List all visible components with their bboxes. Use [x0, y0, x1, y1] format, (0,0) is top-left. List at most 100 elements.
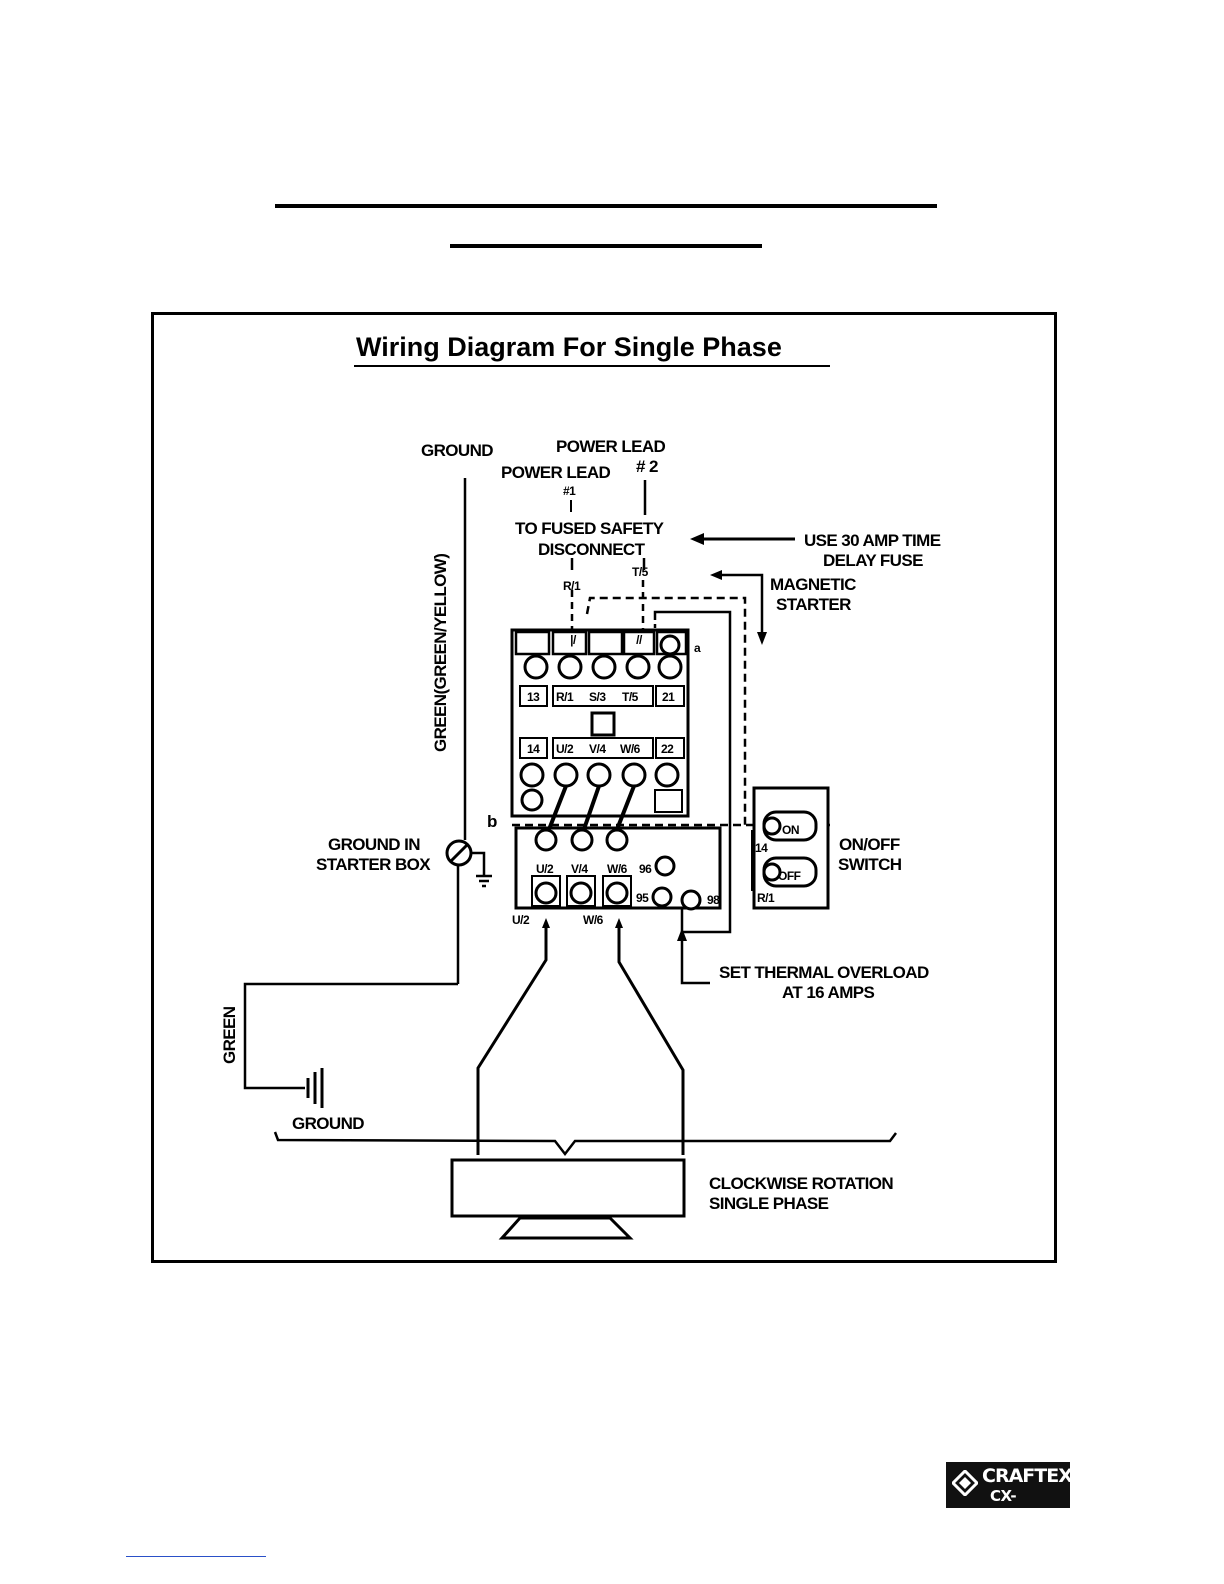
term-13: 13	[527, 690, 540, 704]
screw-14-b	[520, 788, 544, 812]
term-22: 22	[661, 742, 674, 756]
control-wire-solid	[653, 610, 732, 934]
thermal-line1: SET THERMAL OVERLOAD	[719, 963, 929, 982]
motor-lead-w6	[617, 922, 685, 1155]
term-w6: W/6	[620, 742, 641, 756]
footer-link-underline[interactable]	[126, 1556, 266, 1557]
control-wire-dashed	[585, 596, 747, 825]
term-14: 14	[527, 742, 540, 756]
term-r1: R/1	[556, 690, 574, 704]
magnetic-starter-line1: MAGNETIC	[770, 575, 856, 594]
onoff-line2: SWITCH	[838, 855, 902, 874]
ol-screw-98	[680, 889, 702, 911]
screw-w6	[621, 762, 647, 788]
thermal-overload-relay	[514, 826, 722, 911]
logo-series: CX-SERIES	[990, 1487, 1047, 1523]
magnetic-starter-contactor	[510, 628, 690, 818]
ol-screw-v4	[570, 828, 594, 852]
term-v4: V/4	[589, 742, 606, 756]
screw-u2	[553, 762, 579, 788]
coil-indicator	[590, 711, 616, 737]
power-lead-1-num: #1	[563, 484, 576, 498]
jumper-v4	[581, 785, 601, 833]
ol-screw-w6-b	[605, 881, 629, 905]
term-u2: U/2	[556, 742, 574, 756]
screw-21	[657, 654, 683, 680]
diagram-frame	[151, 312, 1057, 1263]
wire-color-label: GREEN(GREEN/YELLOW)	[431, 554, 450, 752]
lead-r1-label: R/1	[563, 579, 581, 593]
ol-term-96: 96	[639, 862, 652, 876]
ol-screw-96	[654, 855, 676, 877]
motor	[450, 1158, 686, 1240]
ground-screw-icon	[445, 839, 492, 888]
power-lead-2-label: POWER LEAD	[556, 437, 666, 456]
jumper-u2	[546, 785, 568, 833]
craftex-diamond-icon	[952, 1470, 978, 1496]
a-marker: a	[694, 641, 701, 655]
screw-r1	[557, 654, 583, 680]
fused-disconnect-line1: TO FUSED SAFETY	[515, 519, 665, 538]
motor-lead-u2	[476, 922, 548, 1155]
ol-term-u2-out: U/2	[512, 913, 530, 927]
screw-v4	[586, 762, 612, 788]
header-rule-long	[275, 204, 937, 208]
fuse-note-line2: DELAY FUSE	[823, 551, 923, 570]
green-ground-wire	[243, 982, 458, 1090]
thermal-line2: AT 16 AMPS	[782, 983, 875, 1002]
power-lead-2-num: # 2	[636, 457, 658, 476]
term-t5-small: //	[636, 633, 643, 647]
switch-on-label: ON	[782, 823, 799, 837]
ground-in-line2: STARTER BOX	[316, 855, 431, 874]
fuse-note-line1: USE 30 AMP TIME	[804, 531, 941, 550]
screw-21-top	[659, 634, 681, 656]
screw-t5	[625, 654, 651, 680]
screw-14	[519, 762, 545, 788]
screw-22	[654, 762, 680, 788]
ground-top-label: GROUND	[421, 441, 493, 460]
earth-ground-symbol	[306, 1068, 324, 1108]
magnetic-arrowhead-left	[710, 570, 722, 580]
motor-brace	[273, 1131, 897, 1157]
onoff-line1: ON/OFF	[839, 835, 900, 854]
screw-s3	[591, 654, 617, 680]
lead-arrow-u2	[542, 918, 550, 928]
ground-in-line1: GROUND IN	[328, 835, 420, 854]
magnetic-starter-line2: STARTER	[776, 595, 851, 614]
term-21: 21	[662, 690, 675, 704]
ol-screw-v4-b	[569, 881, 593, 905]
switch-off-label: OFF	[778, 869, 801, 883]
ground-bottom-label: GROUND	[292, 1114, 364, 1133]
b-marker: b	[487, 812, 497, 831]
on-off-switch[interactable]	[752, 786, 830, 910]
lead-arrow-w6	[615, 918, 623, 928]
ol-term-u2: U/2	[536, 862, 554, 876]
fused-disconnect-line2: DISCONNECT	[538, 540, 646, 559]
term-t5: T/5	[622, 690, 639, 704]
term-r1-small: |/	[570, 633, 577, 647]
term-s3: S/3	[589, 690, 606, 704]
thermal-arrow	[680, 936, 710, 985]
magnetic-arrowhead-down	[757, 632, 767, 645]
ol-term-98: 98	[707, 893, 720, 907]
logo-brand: CRAFTEX	[982, 1465, 1073, 1487]
ol-screw-u2	[534, 828, 558, 852]
ol-term-w6: W/6	[607, 862, 628, 876]
fuse-arrowhead	[690, 533, 704, 545]
ol-screw-95	[651, 886, 673, 908]
rotation-line2: SINGLE PHASE	[709, 1194, 829, 1213]
switch-14-label: 14	[755, 841, 768, 855]
lead-t5-label: T/5	[632, 565, 649, 579]
thermal-arrowhead	[677, 928, 687, 941]
ol-term-v4: V/4	[571, 862, 588, 876]
switch-r1-label: R/1	[757, 891, 775, 905]
ol-term-w6-out: W/6	[583, 913, 604, 927]
header-rule-short	[450, 244, 762, 248]
ol-term-95: 95	[636, 891, 649, 905]
diagram-title: Wiring Diagram For Single Phase	[356, 332, 782, 362]
jumper-w6	[614, 785, 636, 833]
power-lead-1-label: POWER LEAD	[501, 463, 611, 482]
green-label: GREEN	[220, 1006, 239, 1064]
magnetic-arrow	[714, 573, 764, 638]
